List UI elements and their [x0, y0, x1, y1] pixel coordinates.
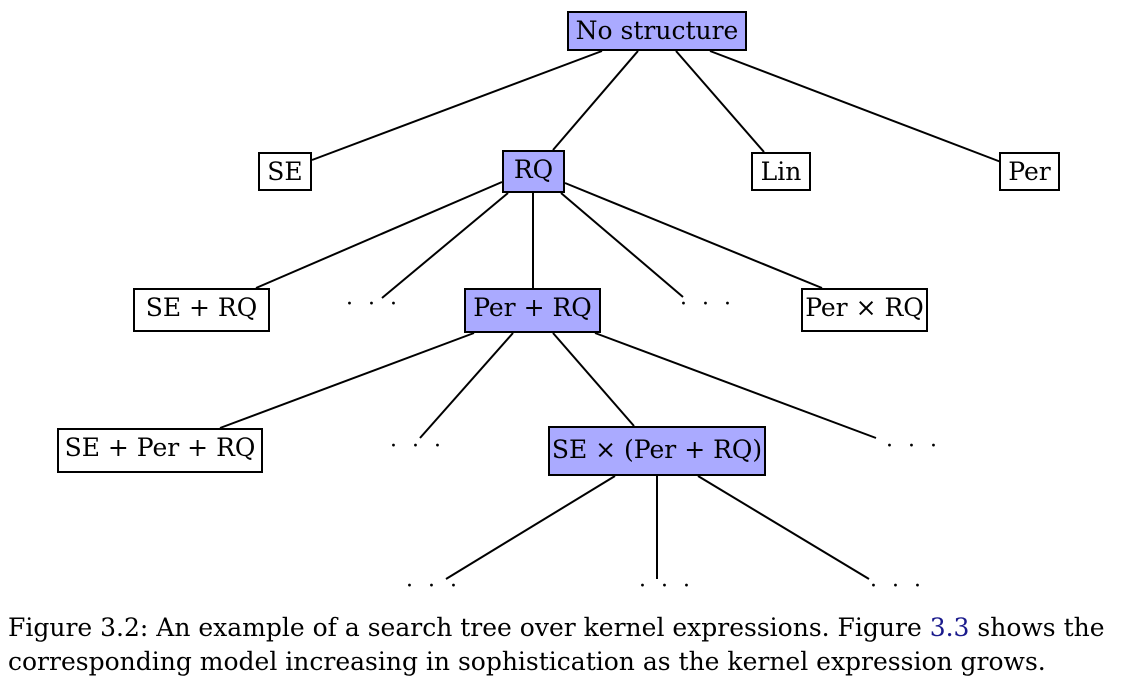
edge-root-per — [709, 50, 1002, 163]
edge-root-lin — [675, 50, 765, 153]
node-se-plus-per-plus-rq: SE + Per + RQ — [57, 428, 263, 473]
caption-line-2: corresponding model increasing in sophis… — [8, 647, 1046, 676]
edge-perrq-se-per-rq — [219, 332, 475, 429]
node-lin: Lin — [751, 152, 811, 191]
node-se: SE — [258, 152, 312, 191]
edge-rq-ellipsis — [381, 192, 509, 299]
ellipsis: · · · — [680, 292, 735, 317]
node-per-plus-rq: Per + RQ — [464, 288, 601, 333]
node-se-plus-rq: SE + RQ — [133, 288, 270, 332]
edge-root-rq — [552, 50, 639, 151]
edge-perrq-ellipsis — [419, 332, 514, 439]
ellipsis: · · · — [886, 434, 941, 459]
search-tree-edges — [219, 50, 1002, 580]
ellipsis: · · · — [870, 574, 925, 599]
caption-line-1: Figure 3.2: An example of a search tree … — [8, 611, 1123, 645]
edge-rq-se-plus-rq — [255, 181, 503, 289]
ellipsis: · · · — [639, 574, 694, 599]
ellipsis: · · · — [390, 434, 445, 459]
figure-reference-link[interactable]: 3.3 — [929, 613, 970, 642]
edge-setimes-ellipsis-left — [445, 475, 616, 580]
figure-caption: Figure 3.2: An example of a search tree … — [8, 611, 1123, 679]
caption-prefix: Figure 3.2: An example of a search tree … — [8, 613, 930, 642]
node-per: Per — [999, 152, 1060, 191]
node-se-times-per-plus-rq: SE × (Per + RQ) — [548, 426, 766, 476]
edge-root-se — [311, 50, 603, 161]
ellipsis: · · · — [346, 292, 401, 317]
node-rq: RQ — [502, 150, 565, 193]
edge-setimes-ellipsis-right — [697, 475, 870, 580]
edge-rq-per-times-rq — [564, 182, 823, 289]
edge-rq-ellipsis — [560, 192, 684, 298]
edge-perrq-se-times — [552, 332, 635, 427]
caption-line1-suffix: shows the — [969, 613, 1105, 642]
edge-perrq-ellipsis — [594, 332, 877, 439]
node-no-structure: No structure — [567, 11, 747, 51]
ellipsis: · · · — [406, 574, 461, 599]
node-per-times-rq: Per × RQ — [801, 288, 928, 332]
